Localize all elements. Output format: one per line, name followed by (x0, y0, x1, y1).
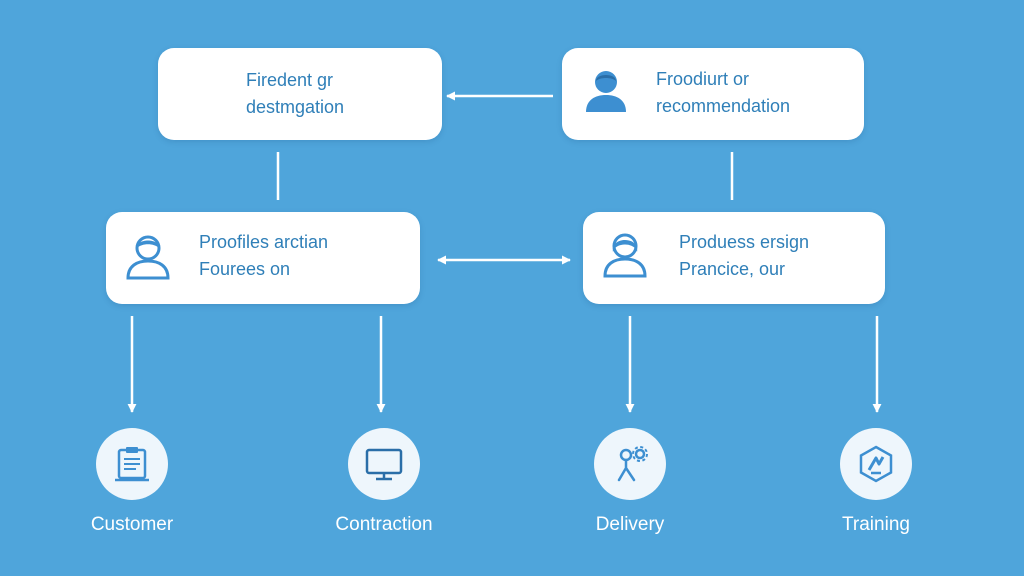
hexagon-tool-icon (859, 445, 893, 483)
monitor-icon (365, 448, 403, 481)
training-label: Training (842, 514, 910, 535)
person-icon (126, 235, 170, 280)
node-mid-right: Produess ersign Prancice, our (583, 212, 885, 304)
training-node (840, 428, 912, 500)
node-top-right: Froodiurt or recommendation (562, 48, 864, 140)
person-icon (603, 233, 647, 278)
node-mid-right-line1: Produess ersign (679, 232, 810, 252)
customer-label: Customer (90, 514, 174, 535)
contraction-label: Contraction (335, 514, 433, 535)
node-mid-right-line2: Prancice, our (679, 259, 786, 279)
person-icon (586, 71, 626, 112)
node-mid-left-line1: Proofiles arctian (199, 232, 329, 252)
worker-gear-icon (617, 446, 648, 482)
delivery-label: Delivery (595, 514, 665, 535)
contraction-node (348, 428, 420, 500)
node-mid-left-line2: Fourees on (199, 259, 291, 279)
node-top-left-line1: Firedent gr (246, 70, 334, 90)
node-top-left-line2: destmgation (246, 97, 345, 117)
node-mid-left: Proofiles arctian Fourees on (106, 212, 420, 304)
customer-node (96, 428, 168, 500)
delivery-node (594, 428, 666, 500)
node-top-right-line1: Froodiurt or (656, 69, 750, 89)
clipboard-icon (115, 447, 149, 482)
node-top-right-line2: recommendation (656, 96, 791, 116)
node-top-left: Firedent gr destmgation (158, 48, 442, 140)
